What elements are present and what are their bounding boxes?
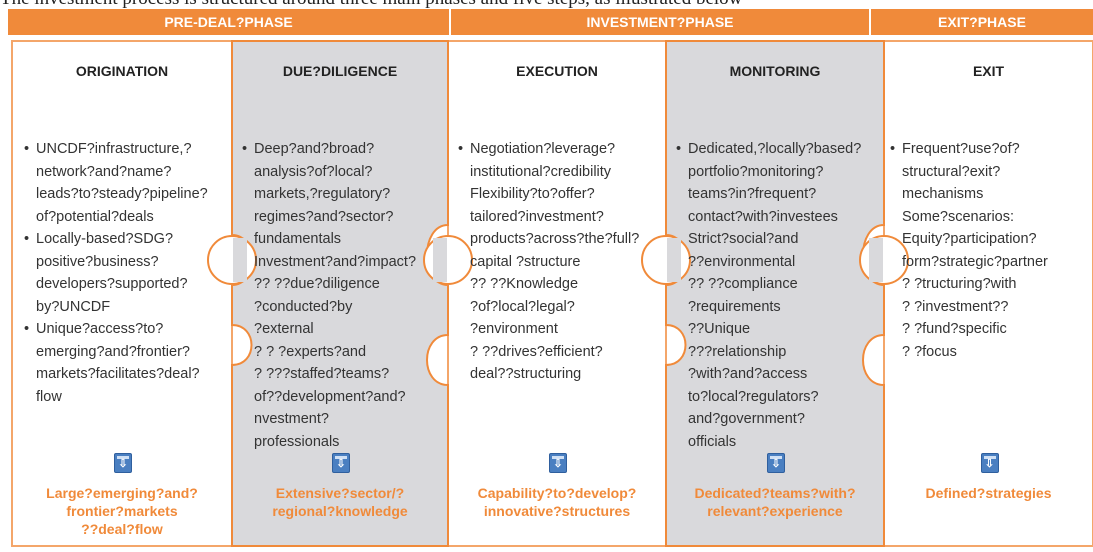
download-arrow-icon: ⇩ [332, 453, 350, 473]
step-title: EXECUTION [516, 63, 598, 79]
step-body: Negotiation?leverage? institutional?cred… [458, 138, 666, 386]
step-footer: Large?emerging?and? frontier?markets ??d… [46, 485, 198, 537]
step-body: UNCDF?infrastructure,? network?and?name?… [24, 138, 232, 408]
step-footer: Dedicated?teams?with? relevant?experienc… [694, 485, 856, 519]
download-arrow-icon: ⇩ [767, 453, 785, 473]
step-origination: ORIGINATION UNCDF?infrastructure,? netwo… [12, 35, 232, 552]
step-footer: Defined?strategies [925, 485, 1052, 501]
phase-header-exit: EXIT?PHASE [871, 9, 1093, 35]
list-item: Frequent?use?of? structural?exit? mechan… [890, 138, 1093, 363]
list-item: Negotiation?leverage? institutional?cred… [458, 138, 666, 386]
phase-header-pre-deal: PRE-DEAL?PHASE [8, 9, 449, 35]
list-item: Dedicated,?locally?based? portfolio?moni… [676, 138, 884, 453]
step-body: Frequent?use?of? structural?exit? mechan… [890, 138, 1093, 363]
step-body: Deep?and?broad? analysis?of?local? marke… [242, 138, 448, 453]
step-due-diligence: DUE?DILIGENCE Deep?and?broad? analysis?o… [232, 35, 448, 552]
step-monitoring: MONITORING Dedicated,?locally?based? por… [666, 35, 884, 552]
step-title: DUE?DILIGENCE [282, 63, 398, 79]
caption-fragment: The investment process is structured aro… [0, 0, 1093, 9]
list-item: Deep?and?broad? analysis?of?local? marke… [242, 138, 448, 453]
list-item: Unique?access?to? emerging?and?frontier?… [24, 318, 232, 408]
step-title: EXIT [972, 63, 1005, 79]
step-footer: Capability?to?develop? innovative?struct… [477, 485, 637, 519]
step-footer: Extensive?sector/? regional?knowledge [272, 485, 408, 519]
step-execution: EXECUTION Negotiation?leverage? institut… [448, 35, 666, 552]
step-title: ORIGINATION [75, 63, 169, 79]
phase-header-investment: INVESTMENT?PHASE [451, 9, 869, 35]
download-arrow-icon: ⇩ [549, 453, 567, 473]
step-body: Dedicated,?locally?based? portfolio?moni… [676, 138, 884, 453]
download-arrow-icon: ⇩ [114, 453, 132, 473]
list-item: Locally-based?SDG? positive?business? de… [24, 228, 232, 318]
step-title: MONITORING [729, 63, 821, 79]
step-exit: EXIT Frequent?use?of? structural?exit? m… [884, 35, 1093, 552]
list-item: UNCDF?infrastructure,? network?and?name?… [24, 138, 232, 228]
download-arrow-icon: ⇩ [980, 453, 999, 473]
